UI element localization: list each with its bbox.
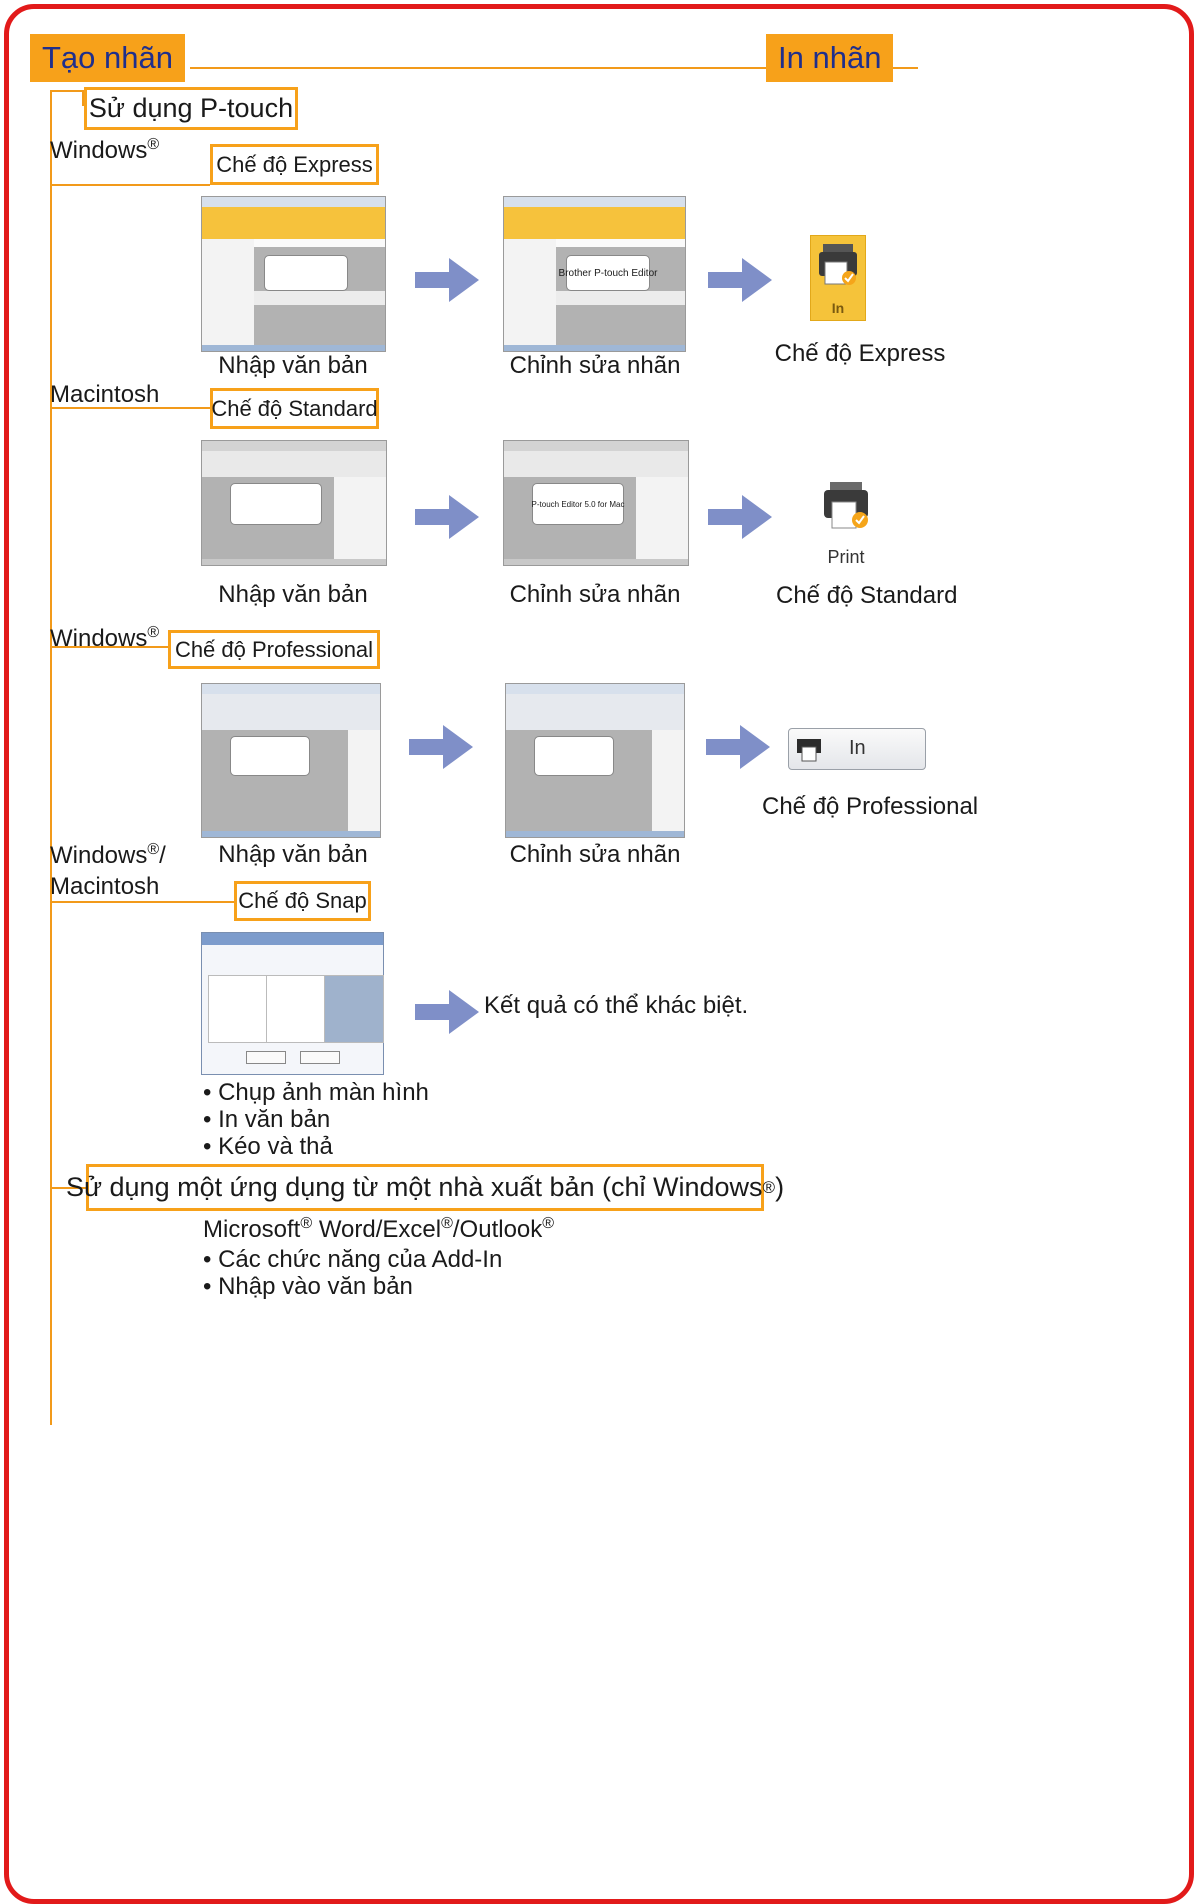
print-mode-caption: Chế độ Standard [776,582,958,609]
arrow-right-icon [415,258,479,302]
caption-input-text: Nhập văn bản [218,581,368,608]
os-label-windows: Windows®/ [50,841,166,869]
arrow-right-icon [409,725,473,769]
arrow-right-icon [415,990,479,1034]
os-label-windows: Windows® [50,624,160,652]
snap-mode-box: Chế độ Snap [234,881,371,921]
standard-mode-box: Chế độ Standard [210,388,379,429]
publisher-app-box: Sử dụng một ứng dụng từ một nhà xuất bản… [66,1164,784,1211]
page-frame [4,4,1194,1904]
printer-icon [824,482,868,529]
express-edit-screenshot: Brother P-touch Editor [503,196,686,352]
caption-input-text: Nhập văn bản [218,841,368,868]
tree-branch [50,901,236,903]
professional-edit-screenshot [505,683,685,838]
standard-input-screenshot [201,440,387,566]
arrow-right-icon [706,725,770,769]
printer-icon [819,244,857,285]
snap-dialog-screenshot [201,932,384,1075]
snap-bullet-print-text: • In văn bản [203,1106,331,1133]
header-connector-line [190,67,918,69]
caption-edit-label: Chỉnh sửa nhãn [509,841,681,868]
tree-branch [50,1187,88,1189]
express-mode-box: Chế độ Express [210,144,379,185]
os-label-windows: Windows® [50,136,160,164]
tree-branch [50,184,210,186]
os-label-macintosh: Macintosh [50,873,160,900]
printer-icon [797,739,821,762]
print-icon-label: Print [827,547,865,567]
caption-edit-label: Chỉnh sửa nhãn [509,581,681,608]
snap-bullet-drag-drop: • Kéo và thả [203,1133,333,1160]
create-label-header: Tạo nhãn [30,34,185,82]
print-professional-button: In [788,728,926,770]
main-tree-line [50,91,52,1425]
tree-branch [82,90,84,106]
caption-edit-label: Chỉnh sửa nhãn [509,352,681,379]
print-mode-caption: Chế độ Professional [762,793,979,820]
professional-mode-box: Chế độ Professional [168,630,380,669]
snap-bullet-screenshot: • Chụp ảnh màn hình [203,1079,429,1106]
office-apps-line: Microsoft® Word/Excel®/Outlook® [203,1215,555,1243]
print-icon-label: In [831,300,845,316]
print-mode-caption: Chế độ Express [774,340,946,367]
express-input-screenshot [201,196,386,352]
arrow-right-icon [708,258,772,302]
print-express-button-icon: In [810,235,866,321]
os-label-macintosh: Macintosh [50,381,160,408]
print-icon-label: In [849,737,866,759]
office-bullet-addin: • Các chức năng của Add-In [203,1246,503,1273]
tree-branch [50,407,210,409]
snap-result-note: Kết quả có thể khác biệt. [484,992,749,1019]
caption-input-text: Nhập văn bản [218,352,368,379]
professional-input-screenshot [201,683,381,838]
print-standard-button-icon: Print [814,476,878,568]
tree-branch [50,646,168,648]
print-label-header: In nhãn [766,34,894,82]
tree-branch [50,90,82,92]
arrow-right-icon [415,495,479,539]
office-bullet-import: • Nhập vào văn bản [203,1273,413,1300]
arrow-right-icon [708,495,772,539]
use-ptouch-box: Sử dụng P-touch [84,87,298,130]
standard-edit-screenshot: P-touch Editor 5.0 for Mac [503,440,689,566]
